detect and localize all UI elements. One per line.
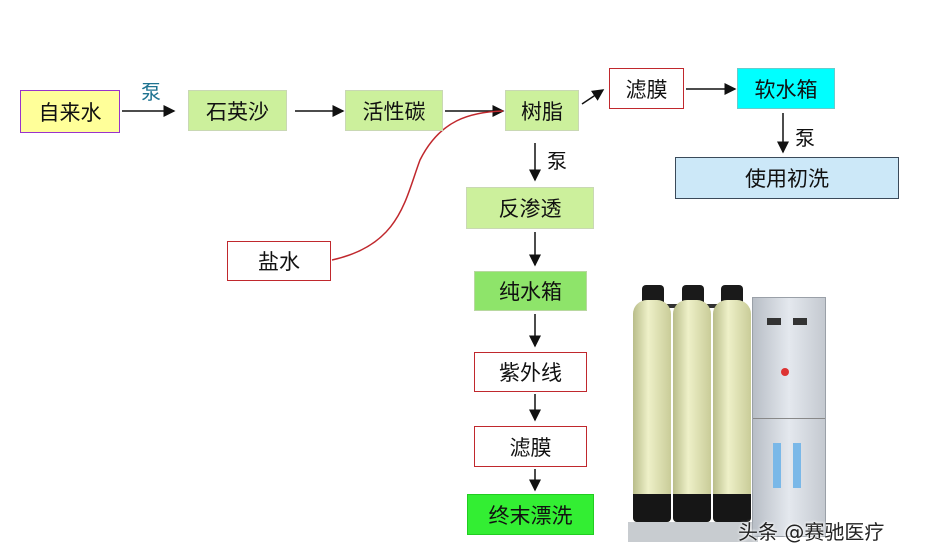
node-reverse-osmosis: 反渗透 bbox=[466, 187, 594, 229]
node-label: 活性碳 bbox=[362, 99, 426, 124]
brine-curve bbox=[331, 110, 504, 261]
node-filter-membrane-bottom: 滤膜 bbox=[474, 426, 587, 467]
node-quartz-sand: 石英沙 bbox=[188, 90, 287, 131]
node-label: 纯水箱 bbox=[499, 280, 562, 304]
node-pure-water-tank: 纯水箱 bbox=[474, 271, 587, 311]
node-label: 石英沙 bbox=[206, 99, 269, 124]
node-label: 反渗透 bbox=[498, 197, 562, 221]
node-tap-water: 自来水 bbox=[20, 90, 120, 133]
node-brine: 盐水 bbox=[227, 241, 331, 281]
node-label: 盐水 bbox=[258, 250, 300, 274]
pump-label: 泵 bbox=[141, 80, 161, 104]
node-resin: 树脂 bbox=[505, 90, 579, 131]
node-final-rinse: 终末漂洗 bbox=[467, 494, 594, 535]
node-label: 软水箱 bbox=[754, 77, 818, 102]
node-label: 自来水 bbox=[38, 100, 102, 125]
arrow-resin-to-filter bbox=[581, 89, 605, 105]
watermark: 头条 @赛驰医疗 bbox=[738, 520, 885, 544]
node-label: 滤膜 bbox=[625, 77, 668, 102]
pump-label: 泵 bbox=[547, 149, 567, 173]
pump-label: 泵 bbox=[795, 126, 815, 150]
node-soft-water-tank: 软水箱 bbox=[737, 68, 835, 109]
node-ultraviolet: 紫外线 bbox=[474, 352, 587, 392]
node-filter-membrane-top: 滤膜 bbox=[609, 68, 684, 109]
node-label: 终末漂洗 bbox=[488, 503, 573, 528]
node-label: 树脂 bbox=[521, 99, 563, 124]
node-label: 滤膜 bbox=[509, 435, 552, 460]
node-activated-carbon: 活性碳 bbox=[345, 90, 443, 131]
node-label: 使用初洗 bbox=[745, 167, 829, 191]
node-use-prewash: 使用初洗 bbox=[675, 157, 899, 199]
node-label: 紫外线 bbox=[499, 361, 562, 385]
